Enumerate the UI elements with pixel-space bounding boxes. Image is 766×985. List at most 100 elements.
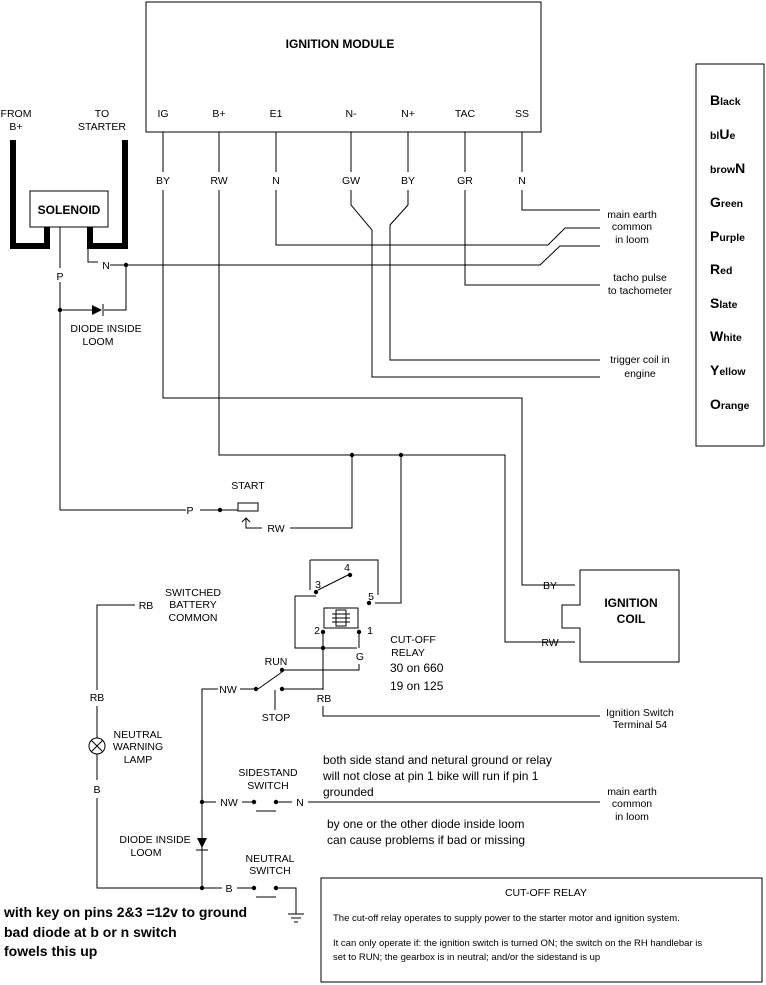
solenoid-cable-out xyxy=(87,140,128,249)
svg-text:RB: RB xyxy=(139,600,154,612)
sidestand-switch: SIDESTAND SWITCH NW N main earth common … xyxy=(199,767,657,823)
svg-text:SWITCH: SWITCH xyxy=(247,780,288,792)
svg-text:will not close at pin 1 bike w: will not close at pin 1 bike will run if… xyxy=(322,769,539,783)
svg-text:STARTER: STARTER xyxy=(78,121,126,133)
svg-text:B: B xyxy=(93,784,100,796)
svg-text:N: N xyxy=(102,260,110,272)
svg-text:B: B xyxy=(225,883,232,895)
relay-label-1: CUT-OFF xyxy=(390,634,436,646)
svg-text:trigger coil in: trigger coil in xyxy=(610,354,670,366)
pin-tac: TAC xyxy=(455,108,476,120)
legend-purple: Purple xyxy=(710,228,745,244)
svg-text:fowels this up: fowels this up xyxy=(4,943,97,959)
svg-text:START: START xyxy=(231,480,265,492)
svg-text:common: common xyxy=(612,221,652,233)
legend-yellow: Yellow xyxy=(710,362,746,378)
ign-switch-label-2: Terminal 54 xyxy=(613,719,667,731)
svg-text:engine: engine xyxy=(624,368,656,380)
info-box-title: CUT-OFF RELAY xyxy=(505,887,587,899)
info-box-p2a: It can only operate if: the ignition swi… xyxy=(333,938,702,949)
svg-text:BY: BY xyxy=(543,580,557,592)
svg-text:P: P xyxy=(186,505,193,517)
module-wire-codes: BY RW N GW BY GR N xyxy=(156,175,526,187)
ignition-coil: BY RW IGNITION COIL xyxy=(541,569,680,663)
svg-text:B+: B+ xyxy=(9,121,22,133)
legend-slate: Slate xyxy=(710,295,738,311)
svg-text:RUN: RUN xyxy=(265,656,288,668)
ignition-coil-box xyxy=(561,569,680,663)
svg-text:grounded: grounded xyxy=(323,785,374,799)
pin-ig: IG xyxy=(157,108,168,120)
diode-loom-label-2: LOOM xyxy=(83,336,114,348)
svg-text:FROM: FROM xyxy=(1,108,32,120)
svg-text:2: 2 xyxy=(314,625,320,637)
annotation-diode: by one or the other diode inside loom ca… xyxy=(327,817,525,847)
start-switch: P START RW xyxy=(186,452,404,535)
wire-solenoid-n-earth xyxy=(110,245,600,266)
colour-legend: Black blUe browN Green Purple Red Slate … xyxy=(710,92,750,412)
svg-text:NW: NW xyxy=(220,797,238,809)
svg-text:SWITCHED: SWITCHED xyxy=(165,587,221,599)
svg-text:NW: NW xyxy=(219,684,237,696)
svg-text:N: N xyxy=(296,797,304,809)
svg-text:IGNITION: IGNITION xyxy=(604,596,657,610)
wire-ss-main-earth xyxy=(521,190,600,211)
svg-text:bad diode at b or n switch: bad diode at b or n switch xyxy=(4,924,177,940)
wire-code-ss: N xyxy=(518,175,526,187)
svg-text:RW: RW xyxy=(541,637,558,649)
note-tacho: tacho pulse to tachometer xyxy=(608,272,673,297)
svg-text:G: G xyxy=(356,651,364,663)
pin-nminus: N- xyxy=(345,108,357,120)
solenoid-cable-in xyxy=(10,140,50,249)
pin-e1: E1 xyxy=(270,108,283,120)
svg-text:common: common xyxy=(612,798,652,810)
diode-loom-2: DIODE INSIDE LOOM xyxy=(119,834,208,891)
cut-off-relay: 4 3 5 2 1 G CUT-OFF RELAY 30 on 660 19 o… xyxy=(282,455,444,693)
svg-text:main earth: main earth xyxy=(607,786,657,798)
pin-ss: SS xyxy=(515,108,529,120)
svg-text:RW: RW xyxy=(267,523,284,535)
wire-code-nminus: GW xyxy=(342,175,360,187)
svg-text:BATTERY: BATTERY xyxy=(169,599,216,611)
legend-orange: Orange xyxy=(710,396,750,412)
svg-text:1: 1 xyxy=(367,625,373,637)
svg-text:SWITCH: SWITCH xyxy=(249,865,290,877)
legend-red: Red xyxy=(710,261,732,277)
svg-text:COIL: COIL xyxy=(617,612,646,626)
legend-white: White xyxy=(710,328,742,344)
info-box-p2b: set to RUN; the gearbox is in neutral; a… xyxy=(333,952,600,963)
neutral-switch: NEUTRAL SWITCH B xyxy=(225,853,304,923)
annotation-key-on: with key on pins 2&3 =12v to ground bad … xyxy=(3,904,247,959)
svg-text:by one or the other diode insi: by one or the other diode inside loom xyxy=(327,817,524,831)
legend-black: Black xyxy=(710,92,741,108)
relay-label-2: RELAY xyxy=(391,647,425,659)
diode-icon xyxy=(92,305,102,315)
diode-2-icon xyxy=(197,838,207,848)
cut-off-relay-info-box xyxy=(320,877,763,983)
legend-blue: blUe xyxy=(710,126,735,142)
svg-text:STOP: STOP xyxy=(262,712,290,724)
svg-text:SOLENOID: SOLENOID xyxy=(38,203,101,217)
legend-green: Green xyxy=(710,194,743,210)
svg-text:WARNING: WARNING xyxy=(113,741,163,753)
pin-nplus: N+ xyxy=(401,108,415,120)
svg-text:DIODE INSIDE: DIODE INSIDE xyxy=(119,834,190,846)
colour-legend-box xyxy=(695,63,765,447)
svg-text:with key on pins 2&3 =12v to g: with key on pins 2&3 =12v to ground xyxy=(3,904,247,920)
svg-text:LOOM: LOOM xyxy=(131,847,162,859)
svg-text:NEUTRAL: NEUTRAL xyxy=(245,853,294,865)
info-box-p1: The cut-off relay operates to supply pow… xyxy=(333,913,680,924)
run-stop-switch: RUN NW STOP RB Ignition Switch Terminal … xyxy=(201,656,674,888)
note-trigger: trigger coil in engine xyxy=(610,354,670,380)
svg-text:3: 3 xyxy=(315,579,321,591)
solenoid: FROM B+ TO STARTER SOLENOID P N xyxy=(1,108,186,511)
module-pin-labels: IG B+ E1 N- N+ TAC SS xyxy=(157,108,529,120)
svg-text:RB: RB xyxy=(90,692,105,704)
ground-icon xyxy=(288,913,304,923)
wire-code-e1: N xyxy=(272,175,280,187)
wire-bplus-coil xyxy=(218,190,575,643)
legend-brown: browN xyxy=(710,160,745,176)
neutral-warning-lamp: SWITCHED BATTERY COMMON RB RB NEUTRAL WA… xyxy=(88,587,222,889)
svg-text:4: 4 xyxy=(344,562,350,574)
